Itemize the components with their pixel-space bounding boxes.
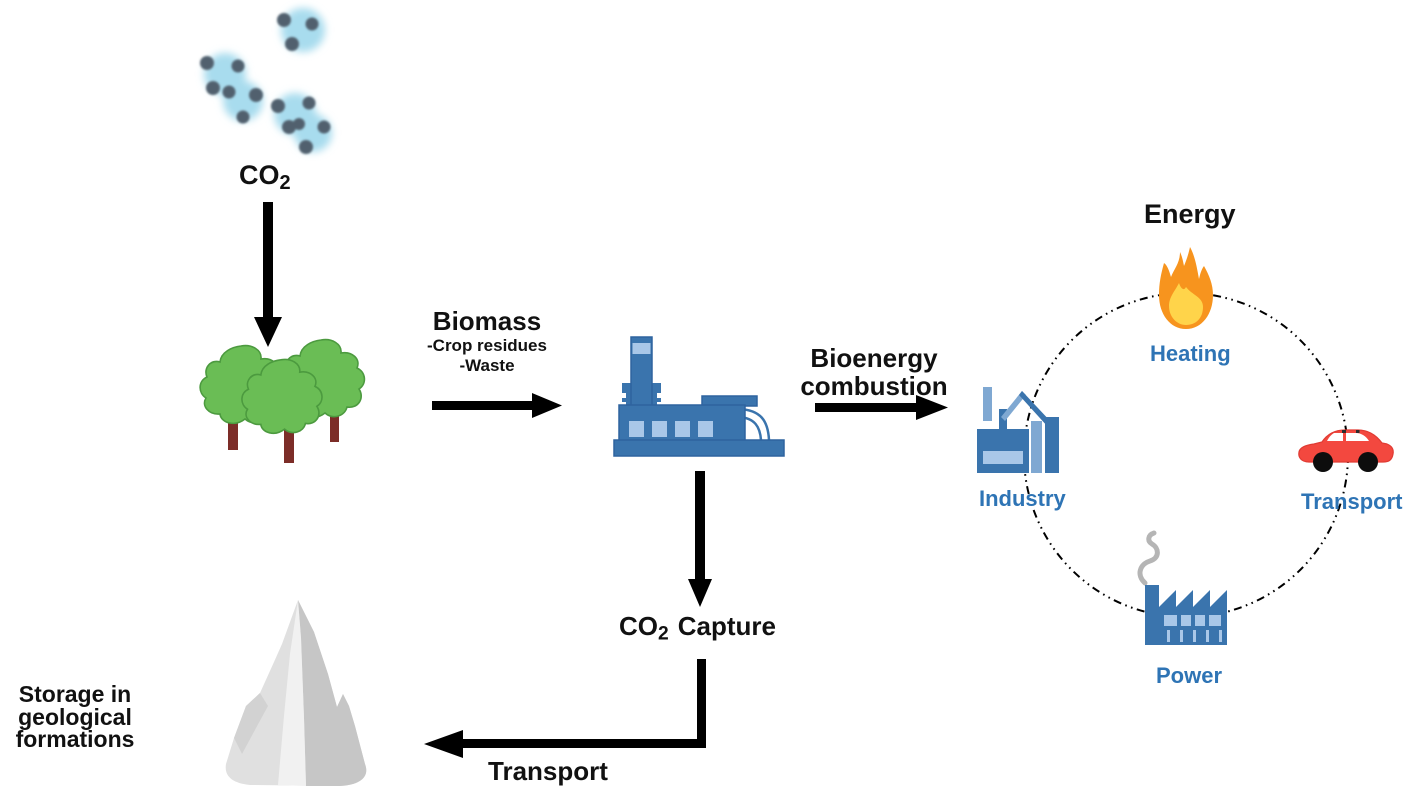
- co2-atoms: [200, 13, 331, 154]
- biomass-title: Biomass: [432, 306, 542, 336]
- industry-crane-beam-light: [1001, 391, 1026, 421]
- industry-dark-column: [1045, 417, 1059, 473]
- plant-chimney-band: [632, 343, 651, 354]
- car-wheel-rear: [1313, 452, 1333, 472]
- transport-route-label: Transport: [488, 756, 608, 786]
- car-icon: [1298, 429, 1394, 472]
- mountain-left-face: [234, 693, 268, 754]
- trees-icon: [199, 338, 366, 463]
- heating-label: Heating: [1150, 341, 1231, 366]
- biomass-plant-icon: [613, 336, 785, 457]
- industry-crane-beam-dark: [1019, 391, 1052, 427]
- industry-band: [983, 451, 1023, 464]
- power-band-dividers: [1177, 615, 1209, 626]
- biomass-label: Biomass -Crop residues -Waste: [403, 307, 571, 376]
- plant-plinth: [613, 439, 785, 457]
- power-smoke: [1137, 530, 1160, 586]
- storage-label: Storage in geological formations: [15, 681, 135, 752]
- car-window-rear: [1327, 433, 1343, 441]
- industry-light-column: [1031, 421, 1042, 473]
- mountain-highlight-face: [278, 600, 306, 786]
- energy-title: Energy: [1144, 199, 1236, 229]
- co2-label: CO2: [239, 160, 291, 194]
- power-label: Power: [1156, 663, 1223, 688]
- co2-to-trees-arrow: [254, 202, 282, 347]
- industry-light-chimney: [983, 387, 992, 421]
- combustion-arrow: [815, 395, 948, 420]
- car-window-front: [1346, 433, 1369, 441]
- mountain-right-face: [298, 600, 367, 786]
- car-wheel-front: [1358, 452, 1378, 472]
- power-plant-icon: [1137, 530, 1227, 645]
- biomass-item-crop: -Crop residues: [427, 335, 547, 355]
- transport-use-label: Transport: [1301, 489, 1403, 514]
- biomass-to-plant-arrow: [432, 393, 562, 418]
- bioenergy-combustion-label: Bioenergy combustion: [800, 343, 948, 401]
- plant-to-capture-arrow: [688, 471, 712, 607]
- flame-inner: [1169, 283, 1203, 325]
- flame-icon: [1159, 247, 1213, 329]
- plant-windows: [629, 421, 713, 437]
- tree-trunks: [228, 410, 339, 463]
- mountain-icon: [225, 600, 367, 786]
- industry-icon: [977, 387, 1059, 473]
- co2-molecules-icon: [200, 8, 332, 154]
- power-chimney: [1145, 585, 1159, 645]
- capture-to-storage-arrow: [424, 659, 706, 758]
- industry-label: Industry: [979, 486, 1066, 511]
- power-lower-windows: [1167, 630, 1222, 642]
- biomass-item-waste: -Waste: [459, 355, 515, 375]
